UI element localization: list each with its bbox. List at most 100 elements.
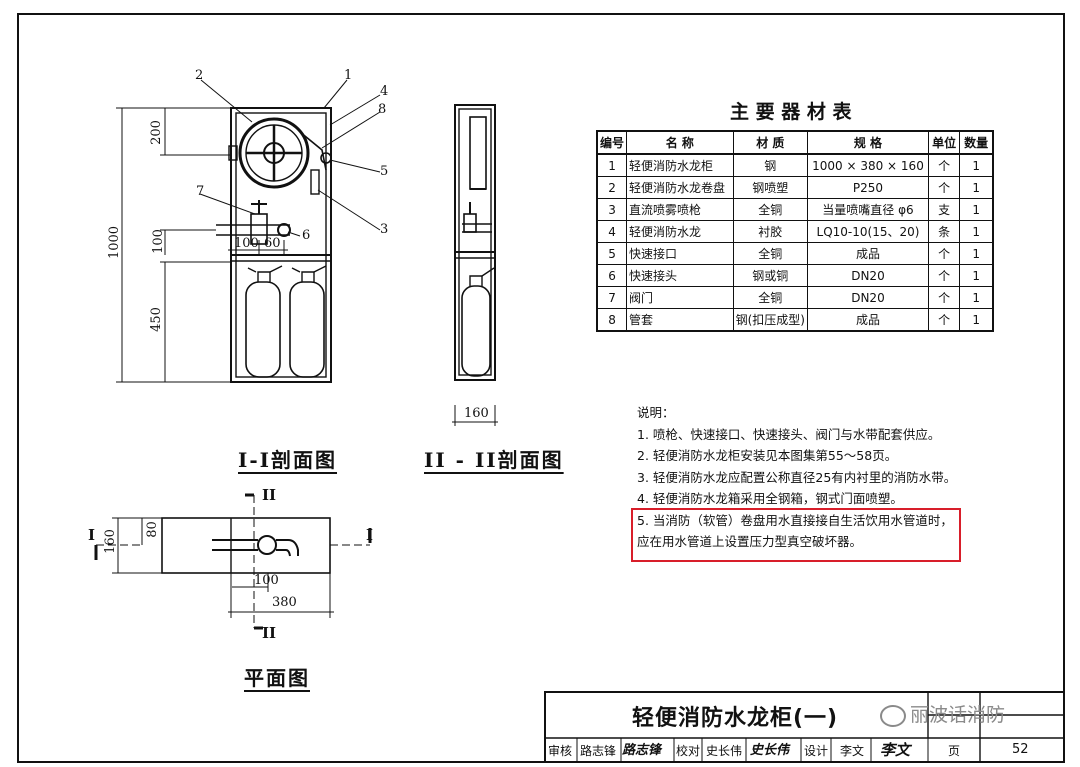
cell-spec: 当量喷嘴直径 φ6 xyxy=(807,198,929,221)
cell-quantity: 1 xyxy=(959,176,994,199)
cell-quantity: 1 xyxy=(959,308,994,332)
section-2-title: II - II剖面图 xyxy=(424,448,564,472)
cell-unit: 支 xyxy=(927,198,961,221)
wechat-icon xyxy=(880,704,906,727)
cell-spec: DN20 xyxy=(807,264,929,287)
cell-spec: 成品 xyxy=(807,308,929,332)
callout-8: 8 xyxy=(378,102,387,117)
cell-material: 钢 xyxy=(732,153,809,177)
cell-name: 快速接口 xyxy=(626,242,734,265)
cell-number: 8 xyxy=(596,308,628,332)
cell-material: 钢(扣压成型) xyxy=(732,308,809,332)
cell-material: 钢喷塑 xyxy=(732,176,809,199)
cell-name: 阀门 xyxy=(626,286,734,309)
plan-cut-ii-bottom: II xyxy=(262,624,277,642)
plan-cut-i-left: I xyxy=(88,526,96,544)
cell-material: 全铜 xyxy=(732,198,809,221)
plan-drawing xyxy=(94,493,372,630)
cell-name: 直流喷雾喷枪 xyxy=(626,198,734,221)
cell-quantity: 1 xyxy=(959,264,994,287)
notes-heading: 说明： xyxy=(637,405,675,420)
header-material: 材 质 xyxy=(732,130,809,155)
callout-1: 1 xyxy=(344,68,353,83)
cell-material: 钢或铜 xyxy=(732,264,809,287)
dim-450: 450 xyxy=(148,307,164,332)
page-number: 52 xyxy=(1012,742,1029,757)
header-name: 名 称 xyxy=(626,130,734,155)
cell-quantity: 1 xyxy=(959,242,994,265)
header-spec: 规 格 xyxy=(807,130,929,155)
callout-6: 6 xyxy=(302,228,311,243)
designer-signature: 李文 xyxy=(880,741,911,759)
note-line: 5. 当消防（软管）卷盘用水直接接自生活饮用水管道时， xyxy=(637,512,953,528)
dim-60: 60 xyxy=(264,236,281,251)
cell-name: 管套 xyxy=(626,308,734,332)
cell-number: 5 xyxy=(596,242,628,265)
cell-number: 1 xyxy=(596,153,628,177)
highlight-box xyxy=(631,508,961,562)
cell-quantity: 1 xyxy=(959,198,994,221)
note-line: 应在用水管道上设置压力型真空破坏器。 xyxy=(637,534,863,549)
cell-material: 衬胶 xyxy=(732,220,809,243)
callout-5: 5 xyxy=(380,164,389,179)
cell-unit: 条 xyxy=(927,220,961,243)
cell-spec: 成品 xyxy=(807,242,929,265)
cell-number: 3 xyxy=(596,198,628,221)
note-line: 2. 轻便消防水龙柜安装见本图集第55～58页。 xyxy=(637,448,898,463)
dim-1000: 1000 xyxy=(107,225,123,260)
watermark-text: 丽波话消防 xyxy=(910,704,1006,726)
page-label: 页 xyxy=(948,744,961,758)
title-block-frame xyxy=(544,691,1065,763)
callout-4: 4 xyxy=(380,84,389,99)
cell-spec: DN20 xyxy=(807,286,929,309)
cell-unit: 个 xyxy=(927,176,961,199)
cell-quantity: 1 xyxy=(959,220,994,243)
cell-material: 全铜 xyxy=(732,242,809,265)
cell-spec: LQ10-10(15、20) xyxy=(807,220,929,243)
section-2-drawing xyxy=(452,104,498,426)
cell-number: 7 xyxy=(596,286,628,309)
callout-7: 7 xyxy=(196,184,205,199)
checker-signature: 史长伟 xyxy=(750,743,790,758)
drawing-title: 轻便消防水龙柜(一) xyxy=(632,706,839,731)
cell-unit: 个 xyxy=(927,153,961,177)
plan-cut-i-right: I xyxy=(366,526,374,544)
table-title: 主 要 器 材 表 xyxy=(730,101,852,123)
cell-name: 轻便消防水龙卷盘 xyxy=(626,176,734,199)
section-1-title: I-I剖面图 xyxy=(238,448,338,472)
callout-3: 3 xyxy=(380,222,389,237)
plan-dim-100: 100 xyxy=(254,573,279,588)
check-label: 校对 xyxy=(676,744,701,758)
dim-200: 200 xyxy=(148,120,164,145)
cell-name: 轻便消防水龙 xyxy=(626,220,734,243)
notes-block: 说明： 1. 喷枪、快速接口、快速接头、阀门与水带配套供应。 2. 轻便消防水龙… xyxy=(637,402,967,553)
cell-spec: P250 xyxy=(807,176,929,199)
plan-cut-ii-top: II xyxy=(262,486,277,504)
cell-unit: 个 xyxy=(927,242,961,265)
plan-title: 平面图 xyxy=(244,666,310,690)
plan-dim-160: 160 xyxy=(102,529,118,554)
cell-unit: 个 xyxy=(927,286,961,309)
section-1-drawing xyxy=(116,79,381,383)
callout-2: 2 xyxy=(195,68,204,83)
cell-name: 轻便消防水龙柜 xyxy=(626,153,734,177)
cell-number: 2 xyxy=(596,176,628,199)
sheet-border xyxy=(17,13,1065,763)
dim-100-horizontal: 100 xyxy=(234,236,259,251)
note-line: 3. 轻便消防水龙应配置公称直径25有内衬里的消防水带。 xyxy=(637,469,957,485)
checker-name: 史长伟 xyxy=(706,744,743,758)
cell-spec: 1000 × 380 × 160 xyxy=(807,153,929,177)
header-unit: 单位 xyxy=(927,130,961,155)
plan-dim-80: 80 xyxy=(144,521,160,538)
watermark: 丽波话消防 xyxy=(880,700,1005,727)
header-quantity: 数量 xyxy=(959,130,994,155)
cell-number: 6 xyxy=(596,264,628,287)
